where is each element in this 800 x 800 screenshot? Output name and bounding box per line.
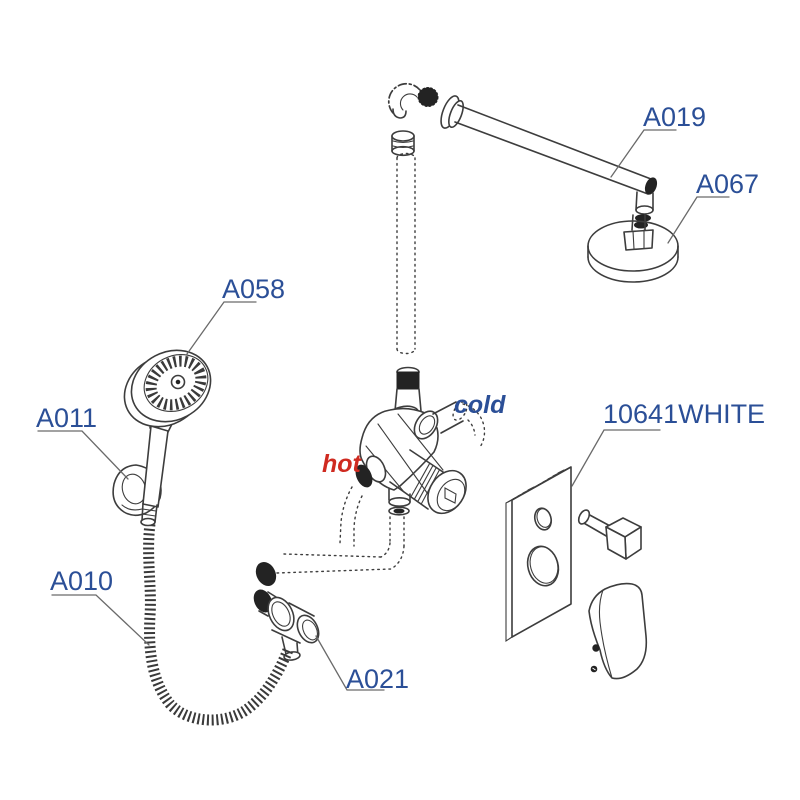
leader-a011 <box>37 430 129 480</box>
mixer-valve <box>355 366 468 516</box>
shower-head <box>587 214 679 283</box>
leader-plate <box>571 429 661 487</box>
label-hand-shower: A058 <box>222 274 285 304</box>
leader-a021 <box>315 635 385 691</box>
leader-a010 <box>51 594 150 646</box>
label-shower-head: A067 <box>696 169 759 199</box>
label-outlet-elbow: A021 <box>346 664 409 694</box>
trim-plate <box>505 466 572 643</box>
concealed-supply-pipes <box>255 403 486 586</box>
hand-shower-handle <box>142 425 169 508</box>
label-cold-supply: cold <box>454 391 506 419</box>
shower-hose <box>143 523 294 726</box>
label-hot-supply: hot <box>322 450 363 478</box>
hose-outlet-elbow <box>253 589 320 661</box>
riser-connector <box>391 130 415 157</box>
shower-arm <box>440 95 658 229</box>
leader-a058 <box>186 301 257 355</box>
spray-nozzle-ring <box>145 355 207 411</box>
hand-shower <box>123 349 212 527</box>
plate-edge-hatching <box>507 467 570 503</box>
leader-a019 <box>610 129 677 178</box>
label-holder: A011 <box>36 403 97 433</box>
label-hose: A010 <box>50 566 113 596</box>
hand-shower-face <box>130 349 212 423</box>
label-trim-plate: 10641WHITE <box>603 399 765 429</box>
part-labels: A019 A067 A058 A011 A010 A021 10641WHITE… <box>36 102 765 694</box>
leader-a067 <box>667 196 730 244</box>
outlet-pipe-dotted <box>389 516 405 547</box>
lever-handle <box>588 582 648 680</box>
hot-supply-pipe-dotted <box>339 486 353 544</box>
wall-elbow-fitting <box>387 82 439 119</box>
label-shower-arm: A019 <box>643 102 706 132</box>
leader-lines <box>37 129 730 691</box>
handle-screw <box>592 644 600 652</box>
diverter-knob <box>577 509 642 560</box>
concealed-riser-pipe <box>396 152 416 355</box>
pipe-end-fitting <box>255 562 277 586</box>
